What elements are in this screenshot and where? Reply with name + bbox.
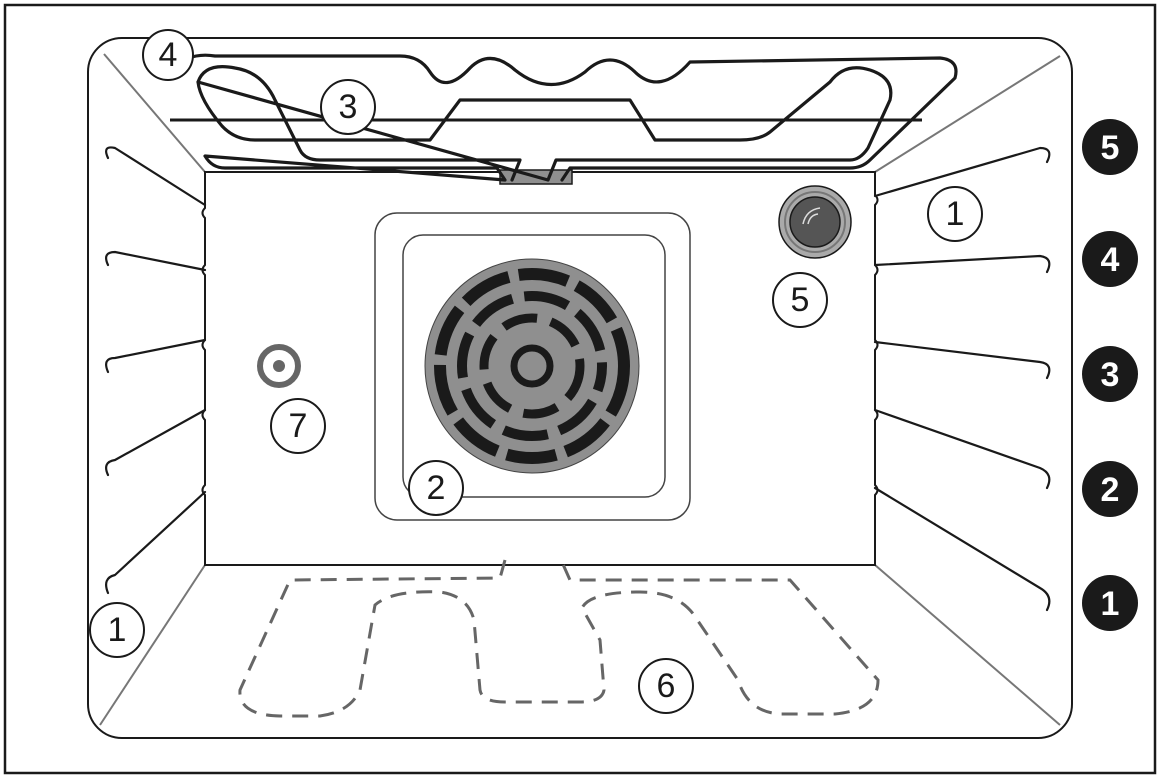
svg-text:1: 1 [108, 611, 127, 649]
convection-fan [424, 258, 640, 474]
shelf-level-3: 3 [1082, 346, 1138, 402]
callout-3: 3 [320, 79, 376, 135]
svg-text:4: 4 [159, 36, 178, 74]
svg-text:5: 5 [791, 281, 810, 319]
svg-text:2: 2 [427, 469, 446, 507]
shelf-level-1: 1 [1082, 575, 1138, 631]
svg-text:2: 2 [1101, 471, 1120, 509]
perspective-edges [99, 53, 1061, 726]
shelf-level-5: 5 [1082, 119, 1138, 175]
svg-text:7: 7 [289, 407, 308, 445]
shelf-level-4: 4 [1082, 231, 1138, 287]
svg-text:1: 1 [946, 195, 965, 233]
left-shelf-runners [105, 146, 207, 595]
cavity-outline [87, 37, 1073, 739]
svg-text:3: 3 [339, 88, 358, 126]
callout-1-left: 1 [89, 602, 145, 658]
svg-text:6: 6 [657, 667, 676, 705]
svg-text:3: 3 [1101, 356, 1120, 394]
svg-text:1: 1 [1101, 585, 1120, 623]
callout-2: 2 [408, 460, 464, 516]
oven-lamp [778, 185, 852, 259]
back-wall [201, 171, 879, 566]
bottom-heating-element [238, 559, 880, 718]
callout-6: 6 [638, 658, 694, 714]
svg-text:4: 4 [1101, 241, 1120, 279]
callout-5: 5 [772, 272, 828, 328]
callout-1-right: 1 [927, 186, 983, 242]
grill-element-outer [170, 53, 958, 182]
right-shelf-runners [873, 146, 1051, 612]
svg-text:5: 5 [1101, 129, 1120, 167]
callout-4: 4 [142, 29, 194, 81]
grill-element-inner [196, 65, 893, 182]
fan-housing-outer [374, 212, 691, 521]
temperature-sensor [257, 344, 301, 388]
fan-housing-inner [402, 234, 666, 498]
shelf-level-2: 2 [1082, 461, 1138, 517]
callout-7: 7 [270, 398, 326, 454]
